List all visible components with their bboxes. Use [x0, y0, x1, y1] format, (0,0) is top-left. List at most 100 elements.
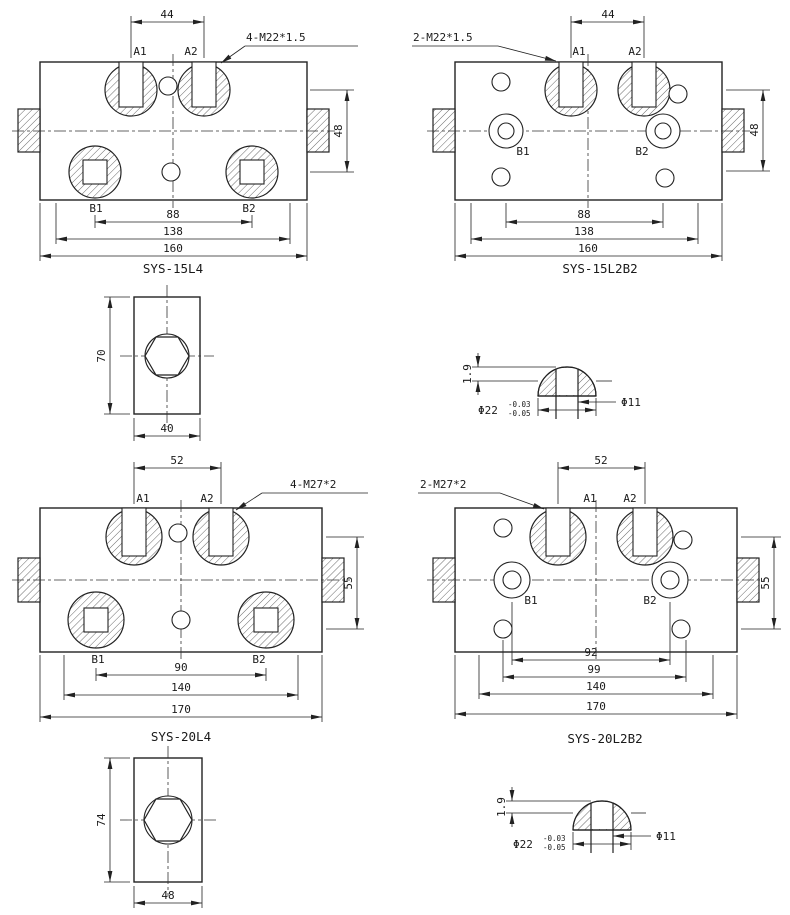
view-sys-15l4: A1 A2 B1 B2 44 4-M22*1.5 48 88 138 160 S… — [12, 8, 358, 276]
dim-label: Φ22 — [513, 838, 533, 851]
dim-label: 48 — [161, 889, 174, 902]
mounting-hole — [673, 530, 693, 550]
dim-label: 99 — [587, 663, 600, 676]
tolerance-upper: -0.03 — [508, 400, 531, 409]
port-label-b2: B2 — [643, 594, 656, 607]
dim-label: 140 — [586, 680, 606, 693]
center-hole-bottom — [161, 162, 181, 182]
mounting-hole — [493, 619, 513, 639]
center-hole-top — [158, 76, 178, 96]
view-plug-detail-15: 1.9 Φ22 -0.03 -0.05 Φ11 — [461, 353, 641, 419]
port-label-a2: A2 — [200, 492, 213, 505]
mounting-hole — [491, 72, 511, 92]
plug-dome — [537, 366, 597, 397]
dim-port-spacing: 52 — [133, 454, 222, 504]
center-hole-top — [168, 523, 188, 543]
dim-bolt-spacing: 138 — [55, 203, 291, 244]
dim-label: 55 — [759, 576, 772, 589]
dim-port-spacing: 44 — [570, 8, 645, 58]
dim-bolt-spacing: 140 — [478, 655, 714, 699]
port-a1 — [105, 507, 163, 566]
port-label-a1: A1 — [136, 492, 149, 505]
dim-b-spacing-2: 99 — [502, 640, 687, 682]
dim-label: 88 — [166, 208, 179, 221]
plug-circle — [143, 795, 193, 845]
port-a1 — [544, 61, 598, 117]
hex-socket — [144, 336, 190, 376]
view-title: SYS-15L2B2 — [562, 261, 637, 276]
port-a1 — [529, 507, 587, 566]
port-b1 — [67, 591, 125, 649]
port-label-b1: B1 — [516, 145, 529, 158]
dim-label: 1.9 — [495, 797, 508, 817]
port-a2 — [616, 507, 674, 566]
dim-label: Φ11 — [621, 396, 641, 409]
dim-port-spacing: 52 — [557, 454, 646, 504]
mounting-hole — [493, 518, 513, 538]
thread-callout-label: 2-M22*1.5 — [413, 31, 473, 44]
thread-callout-leader: 4-M27*2 — [235, 478, 368, 511]
thread-callout-label: 4-M27*2 — [290, 478, 336, 491]
view-title: SYS-15L4 — [143, 261, 203, 276]
dim-row-spacing: 55 — [741, 536, 781, 630]
view-sys-15l2b2: A1 A2 B1 B2 44 2-M22*1.5 48 88 138 160 S… — [412, 8, 770, 276]
port-b1 — [488, 113, 524, 149]
port-a2 — [617, 61, 671, 117]
dim-b-spacing: 92 — [511, 602, 671, 665]
mounting-hole — [655, 168, 675, 188]
thread-callout-leader: 4-M22*1.5 — [220, 31, 358, 64]
view-plug-detail-20: 1.9 Φ22 -0.03 -0.05 Φ11 — [495, 787, 676, 853]
dim-label: Φ22 — [478, 404, 498, 417]
tolerance-upper: -0.03 — [543, 834, 566, 843]
side-plug-right — [721, 108, 745, 153]
dim-row-spacing: 48 — [310, 89, 354, 173]
dim-label: 74 — [95, 813, 108, 827]
dim-hole-diameter: Φ11 — [613, 830, 676, 843]
dim-row-spacing: 55 — [326, 536, 364, 630]
dim-label: 40 — [160, 422, 173, 435]
dim-overall-width: 170 — [39, 655, 323, 722]
dim-protrusion: 1.9 — [495, 787, 515, 827]
dim-label: 55 — [342, 576, 355, 589]
plug-circle — [144, 333, 190, 379]
port-label-a1: A1 — [133, 45, 146, 58]
port-b1 — [493, 561, 531, 599]
dim-b-spacing: 88 — [94, 208, 253, 228]
port-label-a1: A1 — [583, 492, 596, 505]
center-hole-bottom — [171, 610, 191, 630]
port-b2 — [225, 145, 279, 199]
hex-socket — [143, 798, 193, 842]
dim-label: 140 — [171, 681, 191, 694]
side-plug-left — [17, 108, 41, 153]
dim-hole-diameter: Φ11 — [578, 396, 641, 409]
thread-callout-label: 2-M27*2 — [420, 478, 466, 491]
port-label-a2: A2 — [628, 45, 641, 58]
dim-label: 138 — [574, 225, 594, 238]
view-title: SYS-20L4 — [151, 729, 211, 744]
thread-callout-label: 4-M22*1.5 — [246, 31, 306, 44]
port-b2 — [651, 561, 689, 599]
port-label-b2: B2 — [242, 202, 255, 215]
dim-label: 90 — [174, 661, 187, 674]
dim-label: 138 — [163, 225, 183, 238]
view-sys-20l4: A1 A2 B1 B2 52 4-M27*2 55 90 140 170 SYS… — [12, 454, 368, 744]
port-label-a1: A1 — [572, 45, 585, 58]
tolerance-lower: -0.05 — [543, 843, 566, 852]
port-label-a2: A2 — [623, 492, 636, 505]
dim-label: 88 — [577, 208, 590, 221]
mounting-hole — [671, 619, 691, 639]
dim-height: 74 — [95, 757, 130, 883]
dim-b-spacing: 90 — [95, 661, 267, 681]
mounting-hole — [668, 84, 688, 104]
dim-label: 160 — [578, 242, 598, 255]
dim-width: 40 — [133, 418, 201, 441]
thread-callout-leader: 2-M27*2 — [418, 478, 545, 510]
dim-label: 48 — [748, 123, 761, 136]
dim-label: 70 — [95, 349, 108, 362]
dim-b-spacing: 88 — [505, 203, 664, 228]
port-b1 — [68, 145, 122, 199]
dim-label: 44 — [160, 8, 174, 21]
port-label-b1: B1 — [91, 653, 104, 666]
